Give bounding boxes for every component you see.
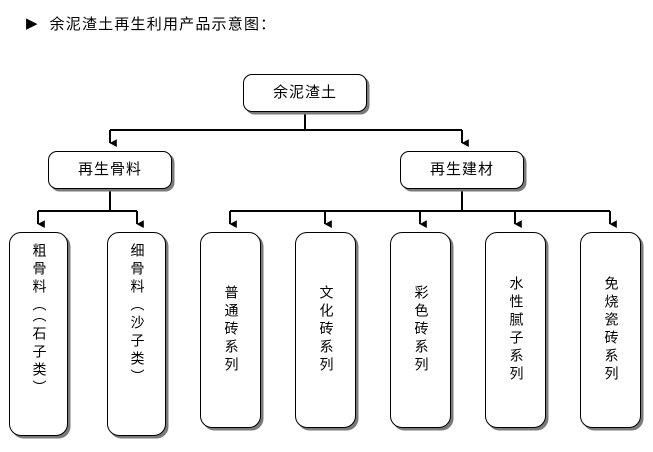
node-waterborne-putty[interactable]: 水性腻子系列 (485, 232, 546, 428)
node-root[interactable]: 余泥渣土 (243, 74, 367, 112)
node-waterborne-putty-label: 水性腻子系列 (507, 276, 524, 384)
node-coarse-aggregate-label: 粗骨料（（石子类） (30, 243, 47, 398)
page-heading: ▶ 余泥渣土再生利用产品示意图： (0, 8, 653, 38)
node-unfired-tile-label: 免烧瓷砖系列 (602, 276, 619, 384)
node-fine-aggregate[interactable]: 细骨料（沙子类） (107, 232, 166, 436)
node-ordinary-brick-label: 普通砖系列 (222, 285, 239, 375)
node-color-brick[interactable]: 彩色砖系列 (390, 232, 451, 428)
node-coarse-aggregate[interactable]: 粗骨料（（石子类） (9, 232, 68, 436)
node-building-material-label: 再生建材 (429, 160, 494, 179)
page-title: 余泥渣土再生利用产品示意图： (49, 14, 277, 33)
node-fine-aggregate-label: 细骨料（沙子类） (128, 243, 145, 387)
node-root-label: 余泥渣土 (272, 83, 337, 102)
triangle-right-icon: ▶ (26, 14, 38, 32)
node-building-material[interactable]: 再生建材 (400, 151, 524, 189)
node-aggregate[interactable]: 再生骨料 (48, 151, 172, 189)
node-ordinary-brick[interactable]: 普通砖系列 (200, 232, 261, 428)
node-culture-brick-label: 文化砖系列 (317, 285, 334, 375)
node-aggregate-label: 再生骨料 (77, 160, 142, 179)
node-color-brick-label: 彩色砖系列 (412, 285, 429, 375)
node-culture-brick[interactable]: 文化砖系列 (295, 232, 356, 428)
node-unfired-tile[interactable]: 免烧瓷砖系列 (580, 232, 641, 428)
